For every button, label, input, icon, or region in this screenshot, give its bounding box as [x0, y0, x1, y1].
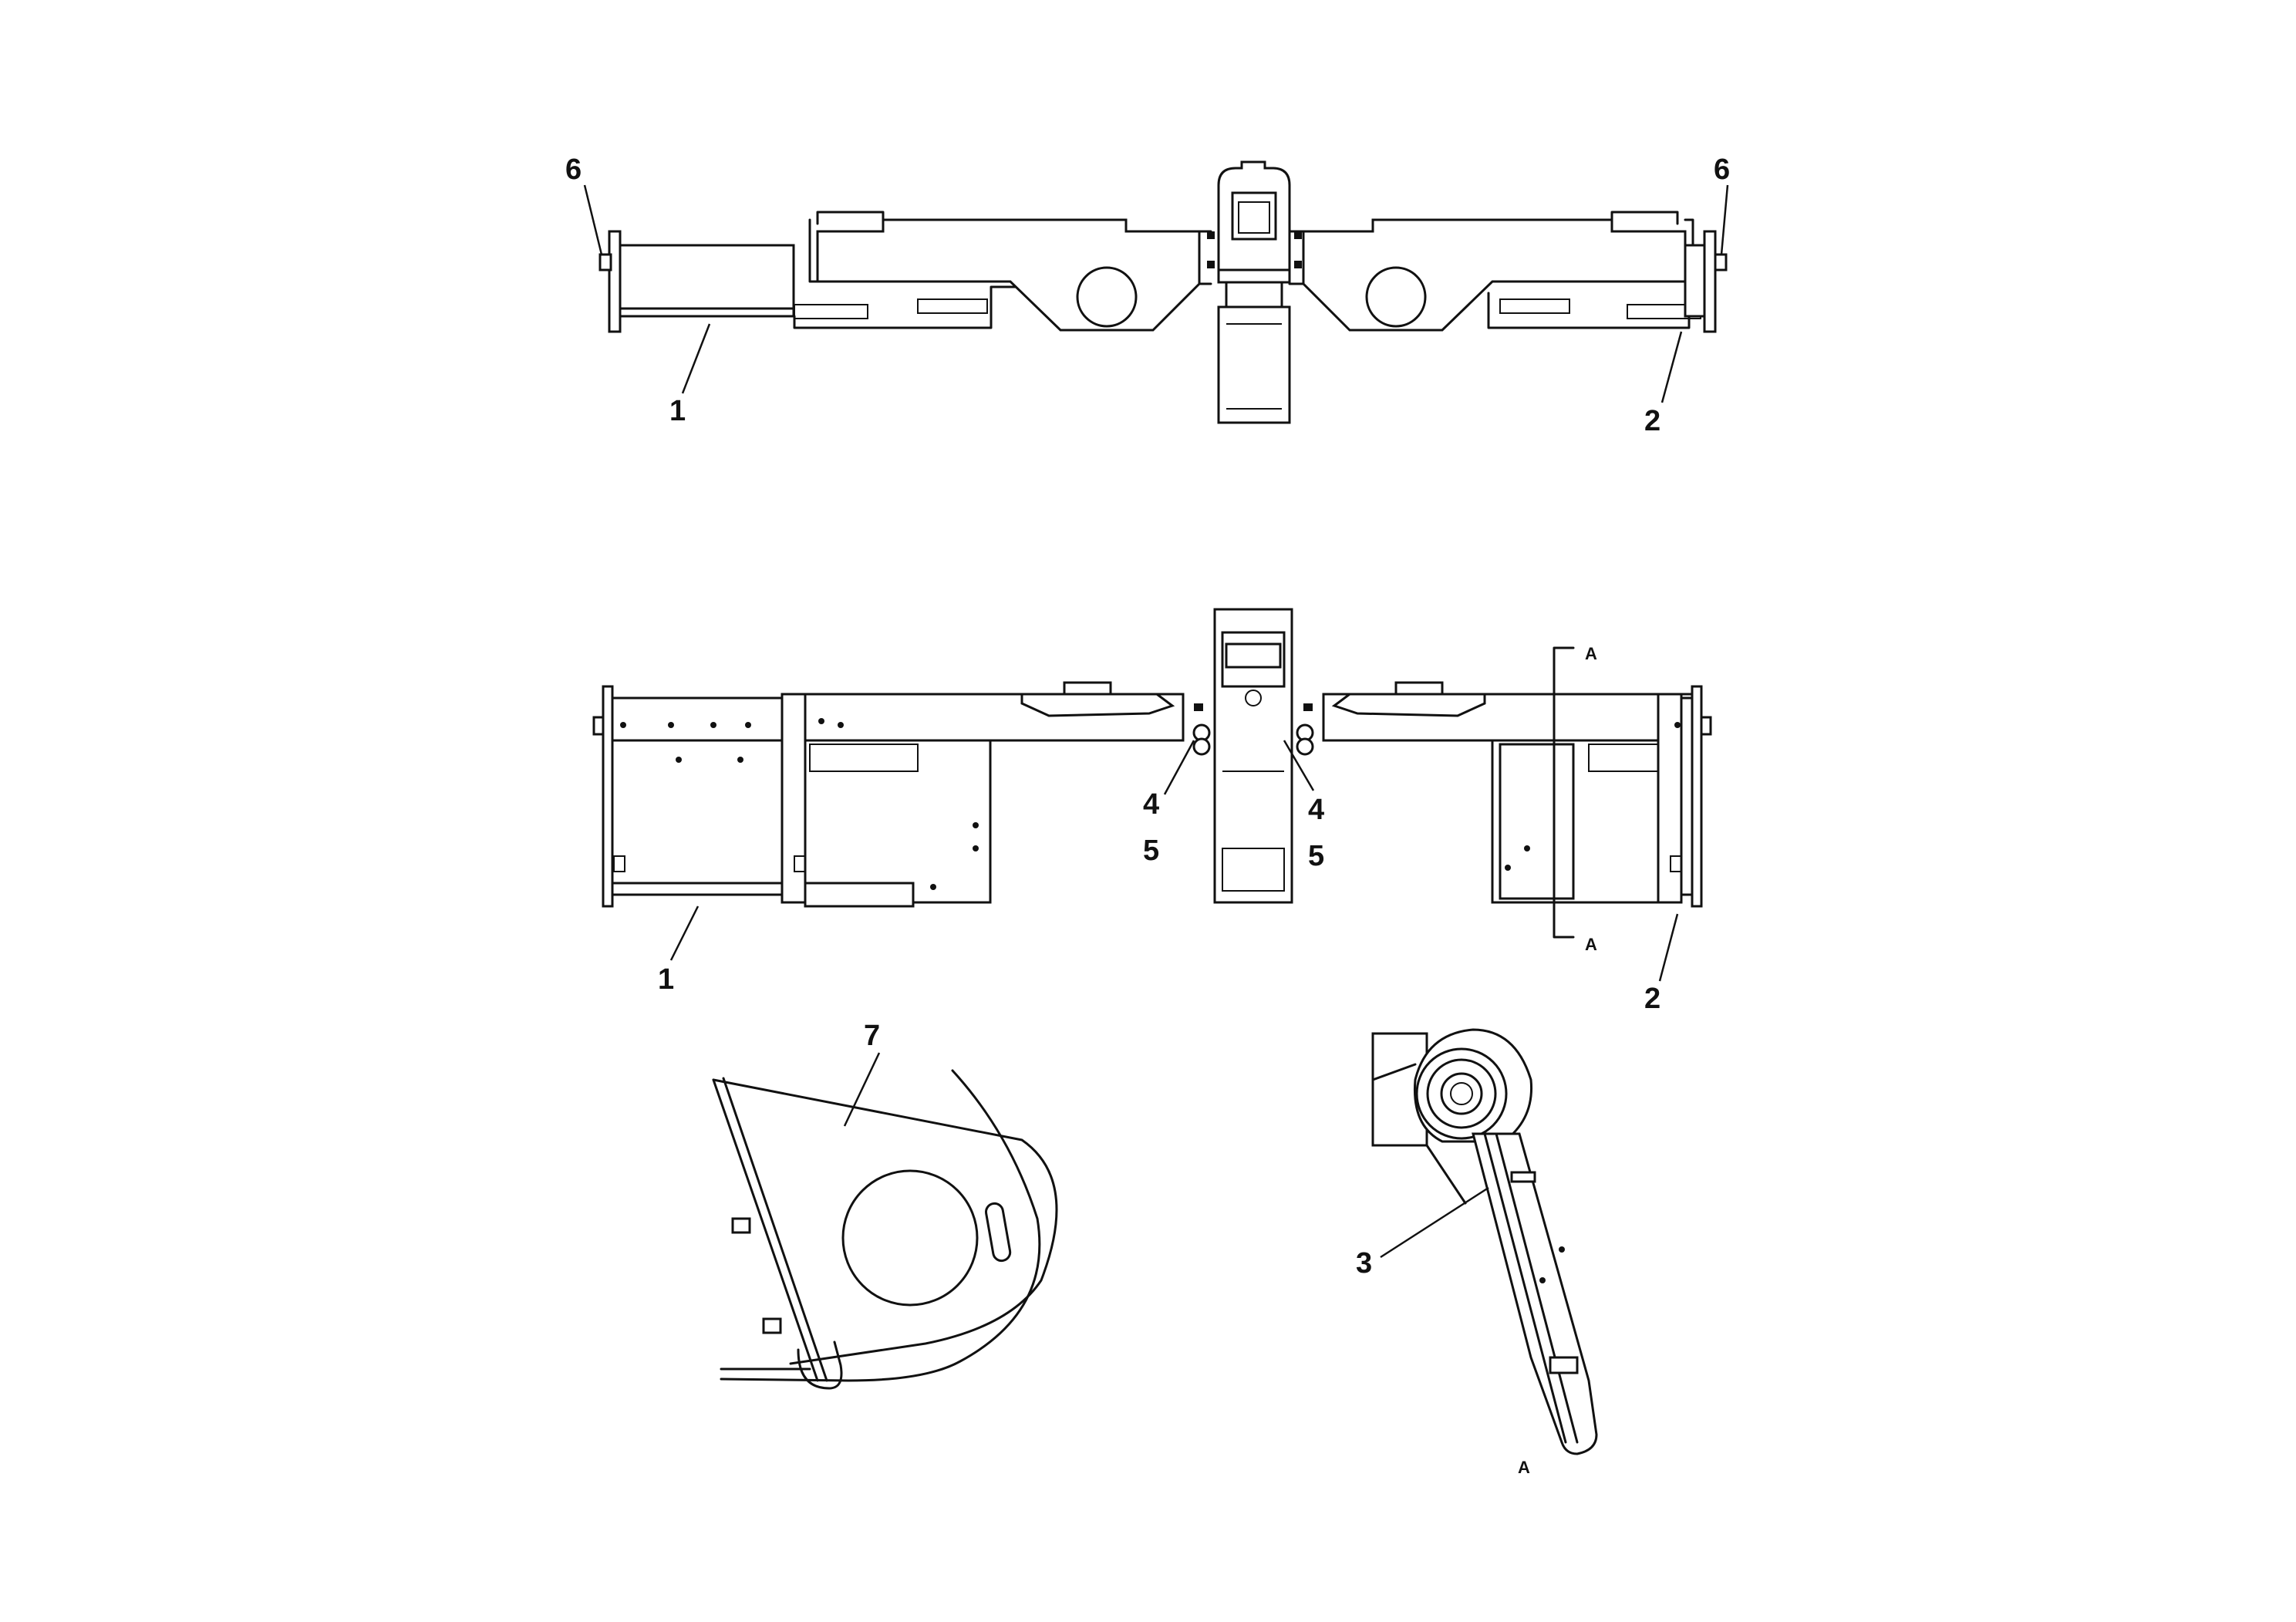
detail-3-view: 3 A: [1356, 1028, 1598, 1477]
callout-6-right: 6: [1714, 153, 1730, 186]
callout-5-left: 5: [1143, 835, 1159, 867]
top-assembly-view: [598, 160, 1728, 424]
callout-4-left: 4: [1143, 788, 1159, 821]
callout-6-left: 6: [565, 153, 582, 186]
callout-4-right: 4: [1308, 794, 1324, 826]
section-mark-bottom: A: [1585, 935, 1597, 954]
callout-2-top: 2: [1644, 405, 1660, 437]
callout-1-middle: 1: [658, 963, 674, 996]
callout-1-top: 1: [669, 395, 686, 427]
callout-3: 3: [1356, 1247, 1372, 1280]
callout-7: 7: [864, 1020, 880, 1052]
detail-7-view: 7: [712, 1020, 1058, 1390]
section-mark-detail: A: [1518, 1458, 1530, 1477]
callout-5-right: 5: [1308, 840, 1324, 872]
section-mark-top: A: [1585, 644, 1597, 663]
top-view-callouts: 6 6 1 2: [565, 153, 1730, 437]
middle-assembly-view: A A: [592, 608, 1712, 954]
callout-2-middle: 2: [1644, 983, 1660, 1015]
middle-view-callouts: 4 5 4 5 1 2: [658, 740, 1679, 1015]
